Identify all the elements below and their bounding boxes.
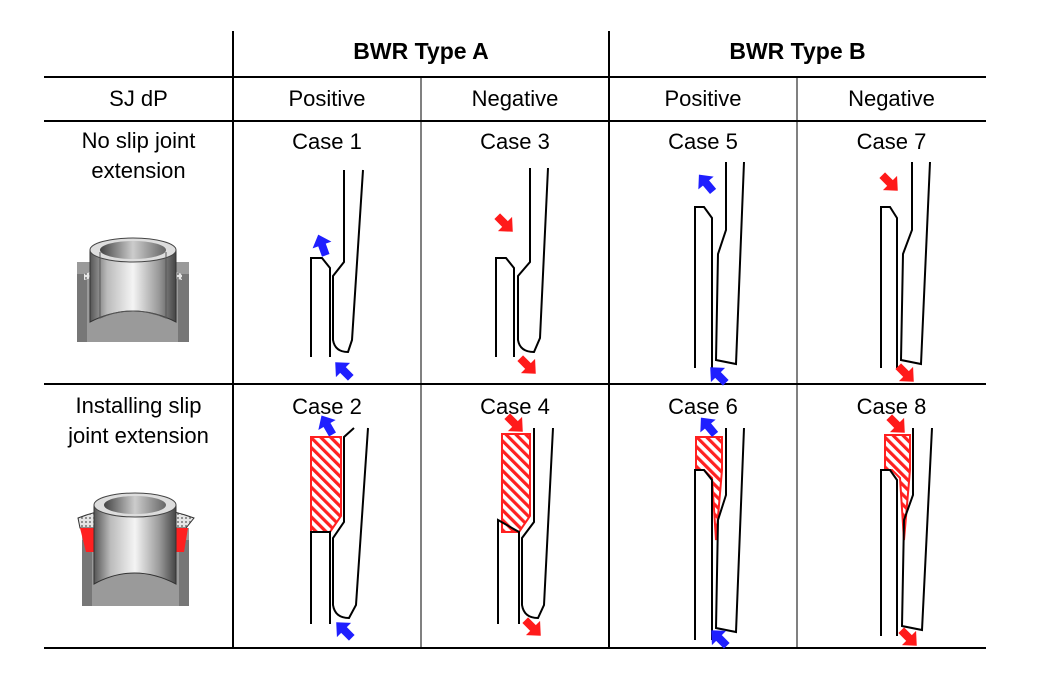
row-label-with-extension-line1: Installing slip (75, 393, 202, 418)
slip-joint-cylinder-icon (77, 237, 189, 342)
case-1-diagram (310, 169, 364, 357)
row-label-with-extension: Installing slip joint extension (44, 391, 233, 451)
case-5-diagram (694, 161, 745, 368)
subheader-b-positive: Positive (664, 86, 742, 111)
case-label-3: Case 3 (480, 129, 550, 154)
table-grid-thin (420, 77, 798, 648)
case-1-arrow-bottom (328, 355, 358, 385)
case-label-5: Case 5 (668, 129, 738, 154)
subheader-b-negative: Negative (848, 86, 935, 111)
case-2-diagram (310, 427, 369, 624)
case-5-arrow-up (691, 168, 721, 198)
case-4-diagram (497, 427, 554, 624)
case-7-diagram (880, 161, 931, 368)
slip-joint-extension-hatched-icon (77, 492, 195, 606)
header-type-a: BWR Type A (353, 38, 489, 64)
row-label-with-extension-line2: joint extension (68, 423, 209, 448)
case-label-7: Case 7 (856, 129, 927, 154)
table-grid (44, 31, 986, 649)
case-label-2: Case 2 (292, 394, 362, 419)
case-1-arrow-up (308, 231, 336, 259)
case-8-diagram (880, 427, 933, 636)
row-label-no-extension-line1: No slip joint (81, 128, 196, 153)
case-label-8: Case 8 (856, 394, 927, 419)
case-label-1: Case 1 (292, 129, 362, 154)
case-3-arrow-bottom (513, 351, 543, 381)
case-3-arrow-top (490, 209, 520, 239)
case-7-arrow-top (875, 168, 905, 198)
subheader-a-positive: Positive (288, 86, 366, 111)
header-type-b: BWR Type B (729, 38, 866, 64)
case-5-arrow-bottom (703, 360, 733, 390)
case-3-diagram (495, 167, 549, 357)
subheader-a-negative: Negative (471, 86, 559, 111)
subheader-sj-dp: SJ dP (109, 86, 168, 111)
row-label-no-extension-line2: extension (91, 158, 186, 183)
case-label-4: Case 4 (480, 394, 550, 419)
case-6-diagram (694, 427, 745, 640)
case-2-arrow-bottom (329, 615, 359, 645)
case-label-6: Case 6 (668, 394, 738, 419)
row-label-no-extension: No slip joint extension (44, 126, 233, 186)
